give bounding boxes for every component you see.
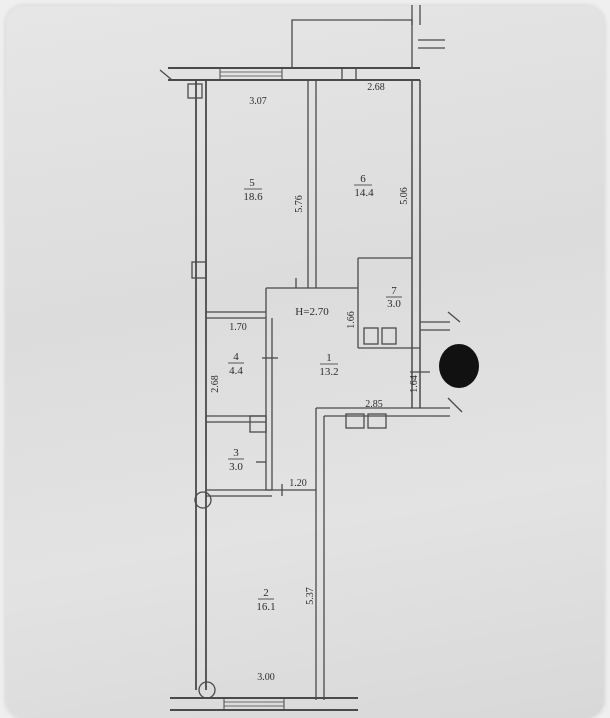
room-3-number: 3: [233, 447, 239, 459]
room-5-number: 5: [249, 177, 255, 189]
redaction-mark: [439, 344, 479, 388]
dimension-labels: 3.07 2.68 5.76 5.06 1.70 1.66 2.68 1.64 …: [210, 82, 420, 683]
dim-room2-width: 3.00: [257, 672, 275, 683]
room-1-area: 13.2: [319, 366, 338, 378]
room-2-number: 2: [263, 587, 269, 599]
dim-entry-length: 1.64: [409, 375, 420, 393]
room-1-number: 1: [326, 352, 332, 364]
paper-sheet: [6, 6, 604, 718]
dim-room4-length: 2.68: [210, 375, 221, 393]
ceiling-height: H=2.70: [295, 306, 329, 318]
dim-room4-width: 1.70: [229, 322, 247, 333]
dim-room5-width: 3.07: [249, 96, 267, 107]
balcony-outline: [291, 19, 413, 68]
dim-room5-length: 5.76: [294, 195, 305, 213]
dim-balcony-width: 2.68: [367, 82, 385, 93]
dim-room7-length: 1.66: [346, 311, 357, 329]
column-circle: [194, 491, 212, 509]
room-4-number: 4: [233, 351, 239, 363]
dim-entry-width: 2.85: [365, 399, 383, 410]
room-6-number: 6: [360, 173, 366, 185]
bottom-window: [223, 697, 285, 711]
room-5-area: 18.6: [243, 191, 263, 203]
dim-room2-length: 5.37: [305, 587, 316, 605]
room-3-area: 3.0: [229, 461, 243, 473]
room-6-area: 14.4: [354, 187, 374, 199]
dim-room6-length: 5.06: [399, 187, 410, 205]
room-7-number: 7: [391, 285, 397, 297]
room-labels: 5 18.6 6 14.4 7 3.0 H=2.70 1 13.2 4 4.4 …: [228, 173, 402, 613]
dim-passage-width: 1.20: [289, 478, 307, 489]
room-7-area: 3.0: [387, 298, 401, 310]
room-4-area: 4.4: [229, 365, 243, 377]
top-window: [219, 67, 283, 81]
room-2-area: 16.1: [256, 601, 275, 613]
